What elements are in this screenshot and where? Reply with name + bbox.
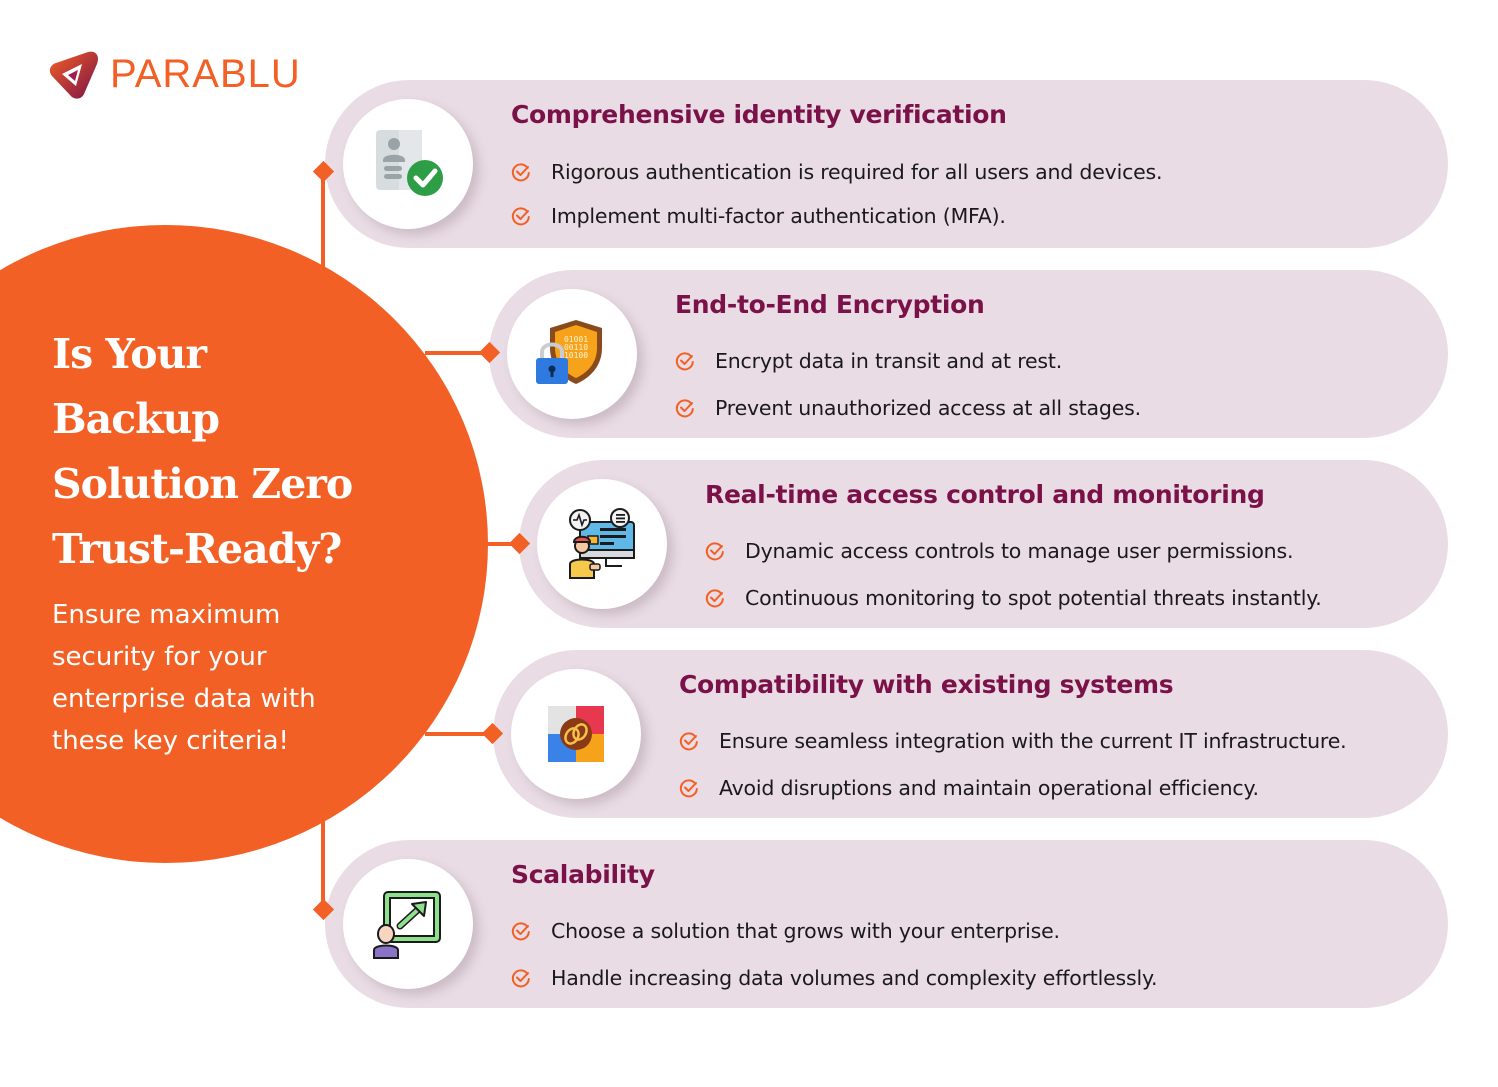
check-circle-icon: [675, 399, 694, 418]
hero-title-line: Solution Zero: [52, 460, 353, 508]
criteria-point-text: Ensure seamless integration with the cur…: [719, 729, 1347, 753]
criteria-point: Rigorous authentication is required for …: [511, 160, 1163, 184]
hero-subtitle: Ensure maximum security for your enterpr…: [52, 594, 372, 762]
criteria-title: Comprehensive identity verification: [511, 100, 1007, 129]
hero-subtitle-line: enterprise data with: [52, 684, 316, 714]
criteria-card-compatibility: Compatibility with existing systems Ensu…: [493, 650, 1448, 818]
icon-circle: 01001 00110 10100: [507, 289, 637, 419]
icon-circle: [343, 859, 473, 989]
id-verified-icon: [376, 130, 443, 196]
criteria-title: Real-time access control and monitoring: [705, 480, 1265, 509]
criteria-card-identity: Comprehensive identity verification Rigo…: [325, 80, 1448, 248]
criteria-card-monitoring: Real-time access control and monitoring …: [519, 460, 1448, 628]
criteria-point: Ensure seamless integration with the cur…: [679, 729, 1347, 753]
puzzle-integration-icon: [548, 706, 604, 762]
check-circle-icon: [705, 589, 724, 608]
connector-line: [425, 351, 490, 355]
criteria-point-text: Continuous monitoring to spot potential …: [745, 586, 1322, 610]
check-circle-icon: [679, 779, 698, 798]
encryption-lock-shield-icon: 01001 00110 10100: [536, 320, 602, 384]
hero-title-line: Backup: [52, 395, 220, 443]
criteria-point-text: Encrypt data in transit and at rest.: [715, 349, 1063, 373]
criteria-point: Continuous monitoring to spot potential …: [705, 586, 1322, 610]
connector-line: [487, 542, 520, 546]
check-circle-icon: [705, 542, 724, 561]
criteria-point-text: Choose a solution that grows with your e…: [551, 919, 1060, 943]
check-circle-icon: [511, 922, 530, 941]
icon-circle: [343, 99, 473, 229]
criteria-point-text: Rigorous authentication is required for …: [551, 160, 1163, 184]
criteria-title: Scalability: [511, 860, 655, 889]
brand-name: PARABLU: [110, 51, 301, 96]
binary-text: 00110: [564, 343, 588, 352]
criteria-point-text: Implement multi-factor authentication (M…: [551, 204, 1006, 228]
criteria-card-encryption: 01001 00110 10100 End-to-End Encryption …: [489, 270, 1448, 438]
check-circle-icon: [511, 207, 530, 226]
criteria-title: End-to-End Encryption: [675, 290, 985, 319]
criteria-point-text: Avoid disruptions and maintain operation…: [719, 776, 1259, 800]
check-circle-icon: [511, 163, 530, 182]
hero-subtitle-line: Ensure maximum: [52, 600, 281, 630]
connector-line: [425, 732, 490, 736]
criteria-point-text: Prevent unauthorized access at all stage…: [715, 396, 1141, 420]
check-circle-icon: [679, 732, 698, 751]
criteria-title: Compatibility with existing systems: [679, 670, 1174, 699]
icon-circle: [511, 669, 641, 799]
check-circle-icon: [675, 352, 694, 371]
criteria-point-text: Handle increasing data volumes and compl…: [551, 966, 1158, 990]
monitoring-operator-icon: [569, 508, 635, 579]
hero-title-line: Trust-Ready?: [52, 525, 342, 573]
criteria-card-scalability: Scalability Choose a solution that grows…: [325, 840, 1448, 1008]
criteria-point: Encrypt data in transit and at rest.: [675, 349, 1062, 373]
hero-subtitle-line: these key criteria!: [52, 726, 289, 756]
check-circle-icon: [511, 969, 530, 988]
criteria-point-text: Dynamic access controls to manage user p…: [745, 539, 1294, 563]
binary-text: 10100: [564, 351, 588, 360]
criteria-point: Handle increasing data volumes and compl…: [511, 966, 1158, 990]
brand-logo: PARABLU: [48, 48, 301, 100]
hero-subtitle-line: security for your: [52, 642, 267, 672]
criteria-point: Dynamic access controls to manage user p…: [705, 539, 1293, 563]
parablu-logo-icon: [49, 51, 98, 99]
scale-up-presenter-icon: [373, 891, 441, 959]
criteria-point: Implement multi-factor authentication (M…: [511, 204, 1006, 228]
icon-circle: [537, 479, 667, 609]
criteria-point: Avoid disruptions and maintain operation…: [679, 776, 1259, 800]
hero-title: Is Your Backup Solution Zero Trust-Ready…: [52, 322, 372, 582]
hero-title-line: Is Your: [52, 330, 207, 378]
binary-text: 01001: [564, 335, 588, 344]
criteria-point: Choose a solution that grows with your e…: [511, 919, 1060, 943]
criteria-point: Prevent unauthorized access at all stage…: [675, 396, 1141, 420]
